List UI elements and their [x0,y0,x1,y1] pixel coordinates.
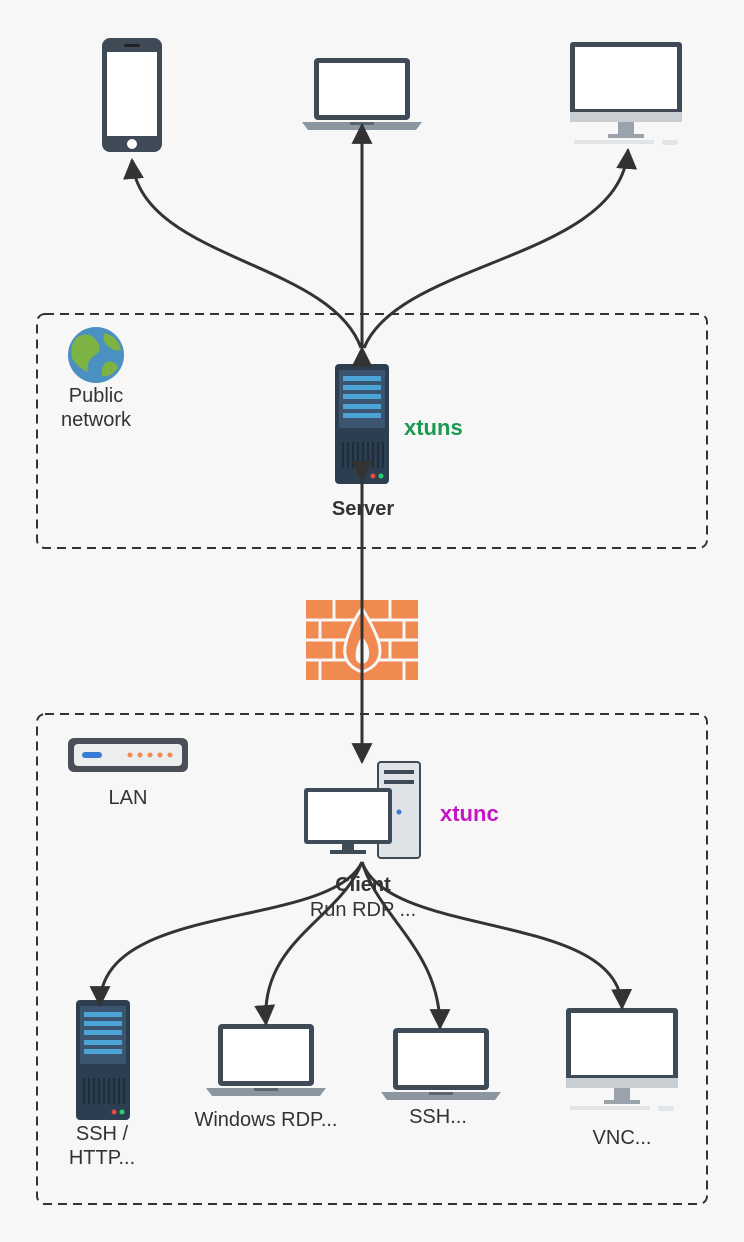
client-pc-icon [304,761,421,859]
server-software-label: xtuns [404,415,463,440]
windows-rdp-label: Windows RDP... [194,1109,338,1131]
ssh-http-server-icon [75,999,131,1121]
ssh-http-label-line2: HTTP... [68,1147,136,1169]
client-sublabel: Run RDP ... [309,899,417,921]
ssh-http-label-line1: SSH / [75,1123,129,1145]
laptop-top-icon [302,58,422,130]
lan-label: LAN [108,787,148,809]
ssh-laptop-icon [381,1028,501,1100]
server-desktop-link [362,147,638,349]
client-windows-rdp-link [254,861,364,1027]
router-icon [68,738,188,772]
ssh-http-label: SSH / HTTP... [60,1122,144,1170]
client-label: Client [335,874,391,896]
vnc-label: VNC... [592,1127,652,1149]
public-network-label-line1: Public [68,385,124,407]
phone-icon [102,38,162,152]
client-vnc-link [360,861,633,1011]
server-label: Server [331,498,395,520]
server-phone-link [123,157,363,349]
globe-icon [68,327,124,383]
desktop-top-icon [570,42,682,145]
client-ssh-link [360,861,451,1031]
public-network-label-line2: network [60,409,132,431]
ssh-label: SSH... [409,1106,467,1128]
windows-rdp-laptop-icon [206,1024,326,1096]
server-icon [334,363,390,485]
client-ssh-http-link [89,861,364,1008]
public-network-label: Public network [54,384,138,432]
vnc-desktop-icon [566,1008,678,1111]
lan-zone [36,713,708,1205]
client-software-label: xtunc [440,801,499,826]
